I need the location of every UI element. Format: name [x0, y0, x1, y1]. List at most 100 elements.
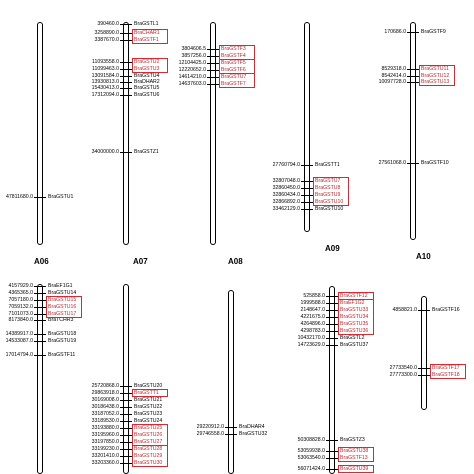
duplication-box — [132, 29, 168, 44]
duplication-box — [338, 447, 374, 462]
marker-tick — [120, 88, 132, 89]
position-label: 32860450.0 — [272, 185, 300, 191]
marker-tick — [120, 463, 132, 464]
gene-label: BraGSTF9 — [421, 29, 446, 35]
position-label: 14637603.0 — [178, 81, 206, 87]
gene-label: BraGSTU32 — [239, 431, 268, 437]
position-label: 14614210.0 — [178, 74, 206, 80]
position-label: 32807048.0 — [272, 178, 300, 184]
marker-tick — [34, 197, 46, 198]
marker-tick — [326, 303, 338, 304]
marker-tick — [407, 82, 419, 83]
gene-label: BraGSTU5 — [134, 85, 160, 91]
position-label: 27773300.0 — [389, 372, 417, 378]
duplication-box — [132, 389, 168, 397]
position-label: 3387670.0 — [94, 37, 119, 43]
position-label: 13091584.0 — [91, 73, 119, 79]
gene-label: BraGSTU36 — [340, 328, 369, 334]
marker-tick — [407, 69, 419, 70]
gene-label: BraGSTF4 — [221, 53, 246, 59]
chromosome-label: A06 — [34, 257, 49, 266]
position-label: 29220912.0 — [196, 424, 224, 430]
position-label: 14533087.0 — [5, 338, 33, 344]
marker-tick — [34, 300, 46, 301]
position-label: 29863918.0 — [91, 390, 119, 396]
position-label: 170686.0 — [384, 29, 406, 35]
position-label: 33201410.0 — [91, 453, 119, 459]
chromosome-bar — [421, 296, 427, 410]
gene-label: BraGSTL1 — [134, 21, 159, 27]
gene-label: BraGSTU17 — [48, 311, 77, 317]
position-label: 7101073.0 — [8, 311, 33, 317]
gene-label: BraGSTU18 — [48, 331, 77, 337]
gene-label: BraGSTU20 — [134, 383, 163, 389]
position-label: 30186438.0 — [91, 404, 119, 410]
marker-tick — [326, 469, 338, 470]
marker-tick — [418, 375, 430, 376]
position-label: 8529318.0 — [381, 66, 406, 72]
marker-tick — [120, 400, 132, 401]
position-label: 15430413.0 — [91, 85, 119, 91]
position-label: 3857256.0 — [181, 53, 206, 59]
gene-label: BraGSTF5 — [221, 60, 246, 66]
marker-tick — [120, 407, 132, 408]
gene-label: BraGSTZ3 — [340, 437, 365, 443]
gene-label: BraGSTU2 — [134, 59, 160, 65]
chromosome-label: A07 — [133, 257, 148, 266]
gene-label: BraGSTF10 — [421, 160, 449, 166]
chromosome-bar — [123, 22, 129, 245]
position-label: 30169008.0 — [91, 397, 119, 403]
gene-label: BraGSTU38 — [340, 448, 369, 454]
position-label: 13930813.0 — [91, 79, 119, 85]
duplication-box — [338, 465, 374, 473]
gene-label: BraGSTF3 — [221, 46, 246, 52]
gene-label: BraGSTU13 — [421, 79, 450, 85]
position-label: 8542414.0 — [381, 73, 406, 79]
gene-label: BraGSTU24 — [134, 418, 163, 424]
gene-label: BraGSTF6 — [221, 67, 246, 73]
duplication-box — [338, 299, 374, 335]
marker-tick — [418, 310, 430, 311]
position-label: 2148647.0 — [300, 307, 325, 313]
position-label: 8173840.0 — [8, 317, 33, 323]
marker-tick — [326, 310, 338, 311]
gene-label: BraGSTU12 — [421, 73, 450, 79]
position-label: 33187052.0 — [91, 411, 119, 417]
gene-label: BraGSTF17 — [432, 365, 460, 371]
gene-label: BraGSTU28 — [134, 446, 163, 452]
gene-label: BraGSTU29 — [134, 453, 163, 459]
position-label: 4157929.0 — [8, 283, 33, 289]
gene-label: BraGSTU21 — [134, 397, 163, 403]
gene-label: BraGSTU15 — [48, 297, 77, 303]
position-label: 33203360.0 — [91, 460, 119, 466]
gene-label: BraGSTF16 — [432, 307, 460, 313]
gene-label: BraGSTU3 — [134, 66, 160, 72]
marker-tick — [326, 296, 338, 297]
position-label: 11093558.0 — [91, 59, 119, 65]
gene-label: BraDHAR4 — [239, 424, 265, 430]
marker-tick — [326, 451, 338, 452]
chromosome-bar — [304, 22, 310, 232]
marker-tick — [120, 24, 132, 25]
gene-label: BraGSTT1 — [134, 390, 159, 396]
gene-label: BraGSTU8 — [315, 185, 341, 191]
gene-label: BraGSTU35 — [340, 321, 369, 327]
gene-label: BraGSTZ1 — [134, 149, 159, 155]
gene-label: BraGSTU37 — [340, 342, 369, 348]
gene-label: BraGSTU23 — [134, 411, 163, 417]
marker-tick — [225, 434, 237, 435]
gene-label: BraGSTU33 — [340, 307, 369, 313]
marker-tick — [326, 317, 338, 318]
position-label: 4365365.0 — [8, 290, 33, 296]
duplication-box — [132, 445, 168, 467]
position-label: 390460.0 — [97, 21, 119, 27]
position-label: 12104425.0 — [178, 60, 206, 66]
duplication-box — [219, 45, 255, 60]
position-label: 17312094.0 — [91, 92, 119, 98]
position-label: 33197850.0 — [91, 439, 119, 445]
marker-tick — [120, 414, 132, 415]
position-label: 25720868.0 — [91, 383, 119, 389]
gene-label: BraGSTU16 — [48, 304, 77, 310]
position-label: 53063540.0 — [297, 455, 325, 461]
